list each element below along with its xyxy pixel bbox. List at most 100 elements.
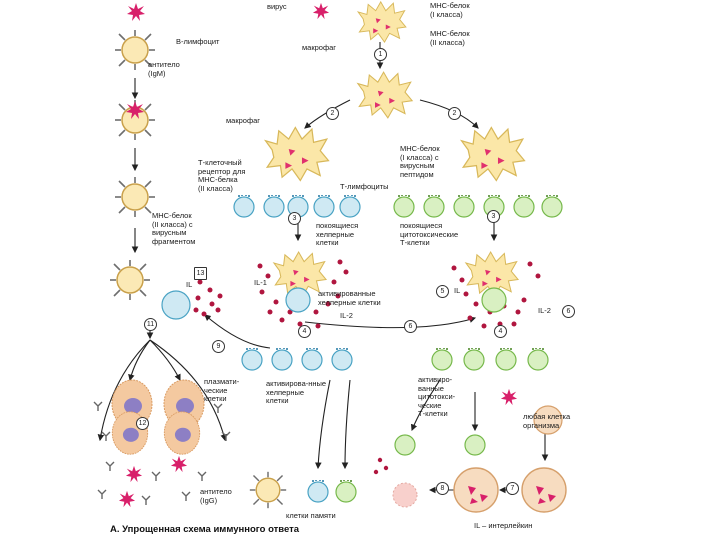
figure-caption: А. Упрощенная схема иммунного ответа [110,524,300,535]
macrophage-left-label: макрофаг [226,116,261,125]
helper-clone [241,348,263,371]
memory-cytotoxic [335,480,357,503]
helper-cell [263,195,285,218]
virus-bottom-c [118,490,136,508]
virus-free-shape [312,2,330,20]
arrow-11b [128,339,151,382]
helper-clone [271,348,293,371]
diagram-element [377,457,383,463]
macrophage-right-shape [460,126,526,182]
t-cell-row [233,195,563,218]
activated-cytotoxic-label: активиро- ванные цитотокси- ческие Т-кле… [418,375,456,418]
arrow-6 [304,316,477,329]
helper-clone [301,348,323,371]
activated-cells [241,287,549,371]
b-cell-column [109,3,191,320]
step-13: 13 [194,267,207,280]
il2-right-label: IL-2 [538,306,551,315]
resting-helpers-label: покоящиеся хелперные клетки [316,221,359,247]
diagram-element [337,259,343,265]
diagram-element [331,279,337,285]
diagram-element [265,273,271,279]
step-6b: 6 [562,305,575,318]
activated-helper [285,287,311,313]
diagram-element [193,307,199,313]
diagram-element [313,309,319,315]
arrow-11c [149,339,181,381]
cytotoxic-cell [513,195,535,218]
il-right-label: IL [454,286,461,295]
memory-b-cell [249,471,287,509]
step-3a: 3 [288,212,301,225]
macrophage-left-shape [264,126,330,182]
step-7: 7 [506,482,519,495]
memory-helper [307,480,329,503]
b-cell-mhc-shape [114,176,156,218]
helper-to-b-cell [161,290,191,320]
macrophage-top-label: макрофаг [302,43,337,52]
step-11: 11 [144,318,157,331]
il1-label: IL-1 [254,278,267,287]
diagram-element [105,461,115,472]
step-2b: 2 [448,107,461,120]
plasma-cell [163,411,201,455]
step-8: 8 [436,482,449,495]
diagram-element [207,287,213,293]
diagram-element [217,293,223,299]
antibody-igm-label: антитело (IgM) [148,60,180,78]
step-4b: 4 [494,325,507,338]
diagram-element [181,491,191,502]
arrow-kill [410,379,441,432]
diagram-element [481,323,487,329]
il-legend-label: IL – интерлейкин [474,521,533,530]
diagram-element [279,317,285,323]
diagram-element [197,279,203,285]
plasma-cells-label: плазмати- ческие клетки [204,377,240,403]
virus-bottom-b [170,455,188,473]
cytotoxic-cell [453,195,475,218]
step-6a: 6 [404,320,417,333]
memory-and-killing [249,405,567,513]
diagram-element [535,273,541,279]
diagram-element [511,321,517,327]
virus-right-shape [500,388,518,406]
arrow-11d [149,339,227,442]
diagram-element [473,301,479,307]
mhc1-viral-label: МНС-белок (I класса) с вирусным пептидом [400,144,440,179]
cytotoxic-cell [541,195,563,218]
lysed-cell [392,482,418,508]
arrow-memory-a [314,379,331,470]
diagram-element [201,311,207,317]
any-body-cell [533,405,563,435]
diagram-element [195,295,201,301]
step-1: 1 [374,48,387,61]
helper-cell [233,195,255,218]
arrow-9 [204,314,271,349]
macrophage-top-shape [357,1,407,43]
t-lymphocytes-label: Т-лимфоциты [340,182,389,191]
arrow-memory-b [341,379,351,470]
diagram-element [273,299,279,305]
step-9: 9 [212,340,225,353]
mhc2-label: МНС-белок (II класса) [430,29,470,47]
diagram-element [259,289,265,295]
cytotoxic-cell [423,195,445,218]
cyto-clone [527,348,549,371]
mhc1-label: МНС-белок (I класса) [430,1,470,19]
plasma-cells [111,379,205,455]
diagram-element [97,489,107,500]
step-5: 5 [436,285,449,298]
cytotoxic-cell [393,195,415,218]
diagram-element [343,269,349,275]
diagram-element [521,297,527,303]
activated-cells-label: активирова-нные хелперные клетки [266,379,327,405]
diagram-element [101,431,111,442]
diagram-element [315,323,321,329]
cyto-attacking [464,434,486,456]
diagram-element [221,431,231,442]
mhc2-fragment-label: МНС-белок (II класса) с вирусным фрагмен… [152,211,196,246]
diagram-element [459,277,465,283]
diagram-element [209,301,215,307]
activated-helpers-label: активированные хелперные клетки [318,289,381,307]
